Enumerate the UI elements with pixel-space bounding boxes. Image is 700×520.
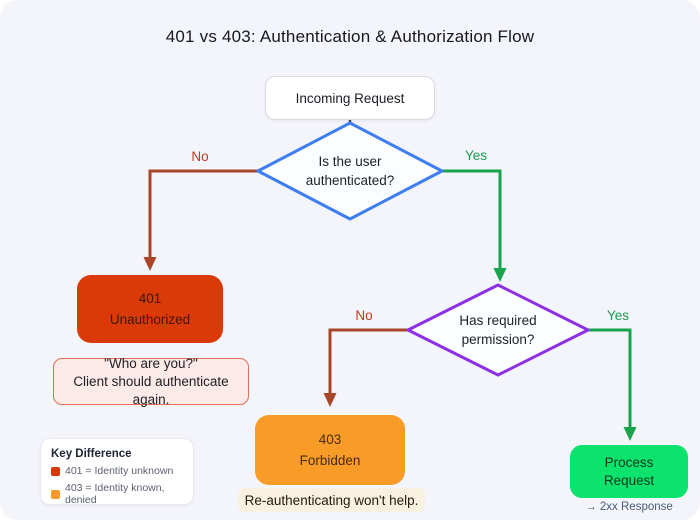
edge-label-perm-yes: Yes: [606, 308, 630, 323]
legend-row-401: 401 = Identity unknown: [51, 465, 183, 477]
edge-auth-yes-line: [442, 169, 502, 269]
process-line2: Request: [603, 472, 655, 488]
edge-label-auth-no: No: [191, 149, 209, 164]
edge-perm-yes-arrowhead: [623, 427, 637, 441]
edge-perm-no-line: [328, 328, 408, 394]
edge-auth-no-line: [148, 169, 258, 258]
legend-row-403: 403 = Identity known, denied: [51, 482, 183, 506]
note-2xx-response: → 2xx Response: [585, 501, 673, 513]
legend-label-401: 401 = Identity unknown: [65, 465, 174, 477]
perm-decision-line1: Has required: [459, 313, 537, 328]
auth-decision-diamond: [256, 121, 444, 221]
note-401-line1: "Who are you?": [104, 355, 198, 371]
auth-decision-line2: authenticated?: [305, 173, 395, 188]
perm-decision-diamond: [406, 283, 590, 377]
edge-label-perm-no: No: [355, 308, 373, 323]
note-403-text: Re-authenticating won't help.: [244, 492, 419, 508]
edge-perm-yes-line: [588, 328, 632, 428]
legend-key-difference: Key Difference 401 = Identity unknown 40…: [40, 438, 194, 506]
note-401-line2: Client should authenticate again.: [73, 373, 229, 407]
401-code: 401: [138, 291, 162, 306]
perm-decision-line2: permission?: [461, 332, 535, 347]
process-line1: Process: [604, 454, 654, 470]
legend-label-403: 403 = Identity known, denied: [65, 482, 165, 506]
incoming-request-label: Incoming Request: [295, 90, 405, 106]
edge-auth-yes-arrowhead: [493, 268, 507, 282]
edge-perm-no-arrowhead: [323, 393, 337, 407]
legend-title: Key Difference: [51, 448, 132, 460]
legend-swatch-403: [51, 489, 60, 499]
auth-decision-line1: Is the user: [318, 154, 382, 169]
403-label: Forbidden: [299, 453, 361, 468]
perm-decision-label: Has required permission?: [408, 311, 588, 349]
page-title: 401 vs 403: Authentication & Authorizati…: [165, 27, 535, 46]
node-401-unauthorized: 401 Unauthorized: [77, 275, 223, 343]
403-code: 403: [318, 432, 342, 447]
legend-swatch-401: [51, 466, 60, 476]
node-incoming-request: Incoming Request: [265, 76, 435, 120]
auth-decision-label: Is the user authenticated?: [258, 152, 442, 190]
note-401-explanation: "Who are you?" Client should authenticat…: [53, 355, 249, 407]
edge-label-auth-yes: Yes: [464, 148, 488, 163]
401-label: Unauthorized: [109, 312, 191, 327]
note-403-explanation: Re-authenticating won't help.: [238, 488, 425, 512]
node-process-request: Process Request: [570, 445, 688, 498]
edge-auth-no-arrowhead: [143, 257, 157, 271]
node-403-forbidden: 403 Forbidden: [255, 415, 405, 485]
